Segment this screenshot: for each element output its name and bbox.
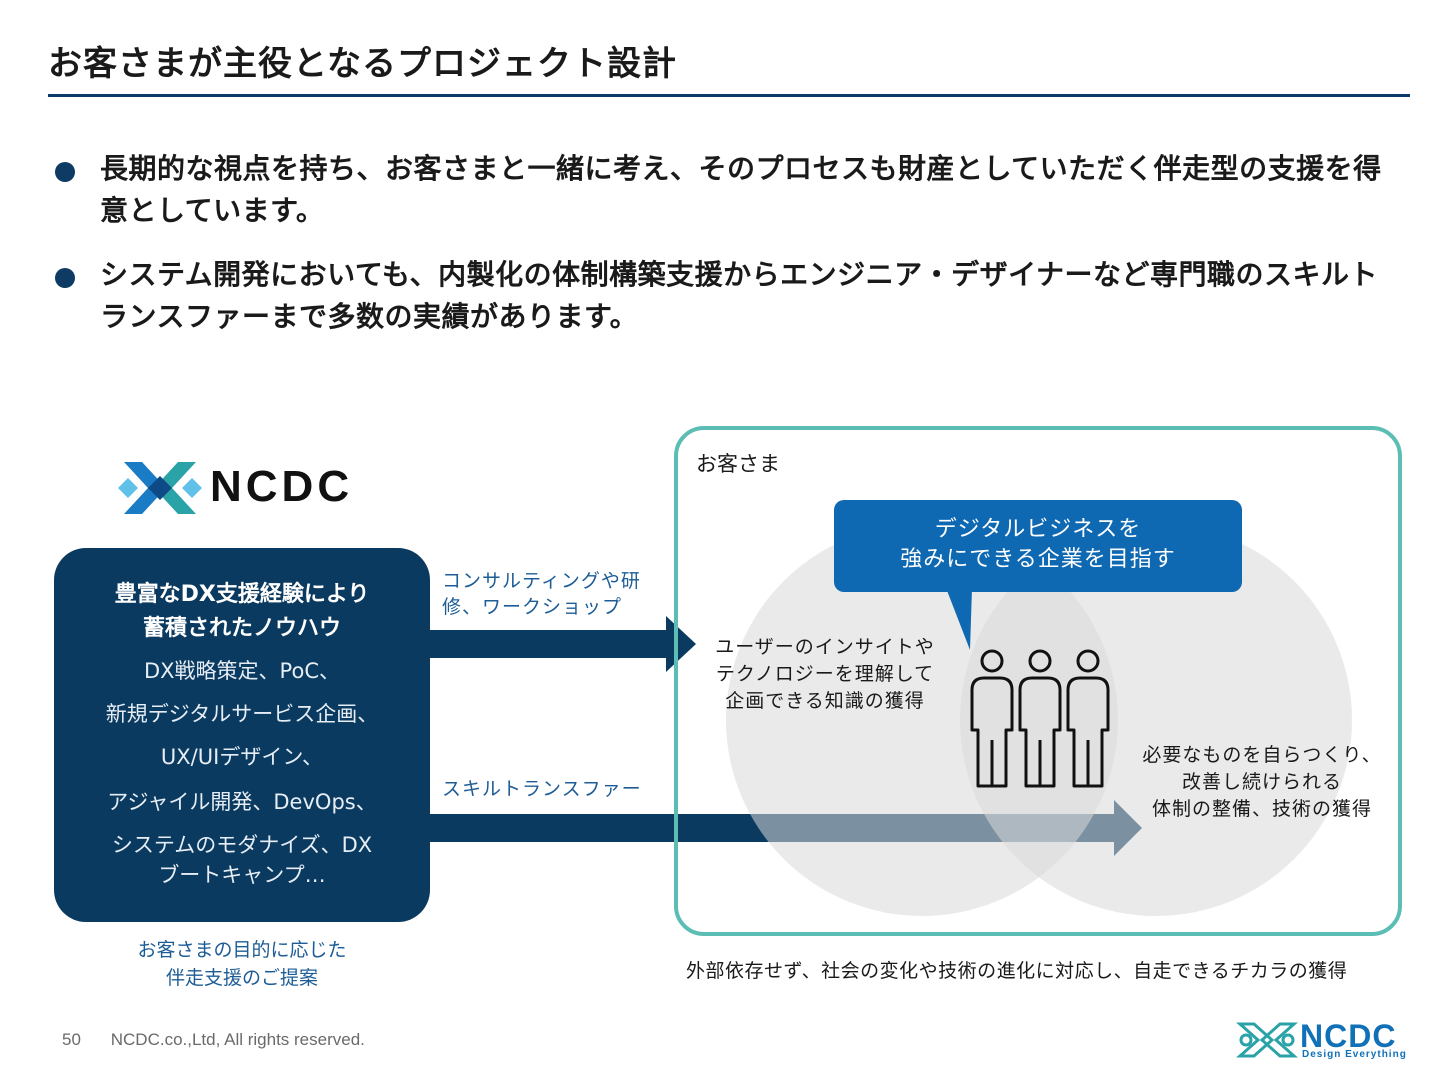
capability-text-line: 必要なものを自らつくり、 bbox=[1142, 744, 1382, 766]
knowhow-item: アジャイル開発、DevOps、 bbox=[107, 790, 377, 814]
knowhow-caption: お客さまの目的に応じた 伴走支援のご提案 bbox=[54, 936, 430, 992]
knowhow-caption-line: 伴走支援のご提案 bbox=[165, 967, 318, 989]
knowhow-item: 新規デジタルサービス企画、 bbox=[105, 702, 379, 726]
knowledge-text-line: テクノロジーを理解して bbox=[715, 663, 935, 685]
consulting-arrow-label: コンサルティングや研 修、ワークショップ bbox=[442, 568, 641, 620]
knowhow-item: DX戦略策定、PoC、 bbox=[144, 659, 340, 683]
bullet-dot-icon bbox=[55, 268, 75, 288]
knowhow-item: UX/UIデザイン、 bbox=[160, 745, 324, 769]
knowledge-text-line: ユーザーのインサイトや bbox=[715, 636, 935, 658]
client-frame bbox=[674, 426, 1402, 936]
ncdc-footer-mark-icon bbox=[1236, 1022, 1298, 1058]
ncdc-footer-tagline: Design Everything bbox=[1302, 1049, 1407, 1060]
ncdc-footer-logo-text: NCDC bbox=[1300, 1018, 1397, 1054]
arrow-label-line: コンサルティングや研 bbox=[442, 570, 641, 592]
knowledge-text: ユーザーのインサイトや テクノロジーを理解して 企画できる知識の獲得 bbox=[700, 634, 950, 715]
footer: 50 NCDC.co.,Ltd, All rights reserved. bbox=[62, 1030, 365, 1050]
goal-text-line: デジタルビジネスを bbox=[934, 517, 1142, 542]
bullet-dot-icon bbox=[55, 162, 75, 182]
bullet-text: システム開発においても、内製化の体制構築支援からエンジニア・デザイナーなど専門職… bbox=[100, 258, 1379, 333]
bullet-item: 長期的な視点を持ち、お客さまと一緒に考え、そのプロセスも財産としていただく伴走型… bbox=[52, 148, 1402, 232]
bullet-item: システム開発においても、内製化の体制構築支援からエンジニア・デザイナーなど専門職… bbox=[52, 254, 1402, 338]
ncdc-mark-icon bbox=[118, 462, 202, 514]
bullet-list: 長期的な視点を持ち、お客さまと一緒に考え、そのプロセスも財産としていただく伴走型… bbox=[52, 148, 1402, 360]
client-label: お客さま bbox=[696, 452, 780, 476]
slide-title: お客さまが主役となるプロジェクト設計 bbox=[48, 44, 677, 84]
knowhow-item: ブートキャンプ… bbox=[158, 863, 326, 887]
page-number: 50 bbox=[62, 1030, 81, 1049]
knowhow-heading: 豊富なDX支援経験により 蓄積されたノウハウ bbox=[54, 578, 430, 646]
goal-speech-bubble: デジタルビジネスを 強みにできる企業を目指す bbox=[834, 500, 1242, 592]
knowhow-heading-line: 蓄積されたノウハウ bbox=[142, 616, 341, 641]
consulting-arrow-icon bbox=[428, 616, 696, 672]
goal-text-line: 強みにできる企業を目指す bbox=[900, 547, 1176, 572]
skill-transfer-label: スキルトランスファー bbox=[442, 778, 642, 800]
arrow-label-line: 修、ワークショップ bbox=[442, 596, 623, 618]
capability-text-line: 改善し続けられる bbox=[1181, 771, 1342, 793]
copyright-text: NCDC.co.,Ltd, All rights reserved. bbox=[110, 1030, 365, 1049]
knowhow-item: システムのモダナイズ、DX bbox=[111, 833, 373, 857]
bullet-text: 長期的な視点を持ち、お客さまと一緒に考え、そのプロセスも財産としていただく伴走型… bbox=[100, 152, 1382, 227]
knowhow-heading-line: 豊富なDX支援経験により bbox=[114, 582, 370, 607]
title-underline bbox=[48, 94, 1410, 97]
knowhow-box: 豊富なDX支援経験により 蓄積されたノウハウ DX戦略策定、PoC、 新規デジタ… bbox=[54, 548, 430, 922]
knowhow-caption-line: お客さまの目的に応じた bbox=[137, 939, 347, 961]
capability-text: 必要なものを自らつくり、 改善し続けられる 体制の整備、技術の獲得 bbox=[1132, 742, 1392, 823]
client-goal-caption: 外部依存せず、社会の変化や技術の進化に対応し、自走できるチカラの獲得 bbox=[686, 960, 1348, 982]
knowledge-text-line: 企画できる知識の獲得 bbox=[725, 690, 925, 712]
ncdc-logo: NCDC bbox=[118, 458, 378, 518]
ncdc-footer-logo: NCDC Design Everything bbox=[1236, 1018, 1416, 1064]
capability-text-line: 体制の整備、技術の獲得 bbox=[1151, 798, 1372, 820]
ncdc-logo-text: NCDC bbox=[210, 462, 354, 511]
